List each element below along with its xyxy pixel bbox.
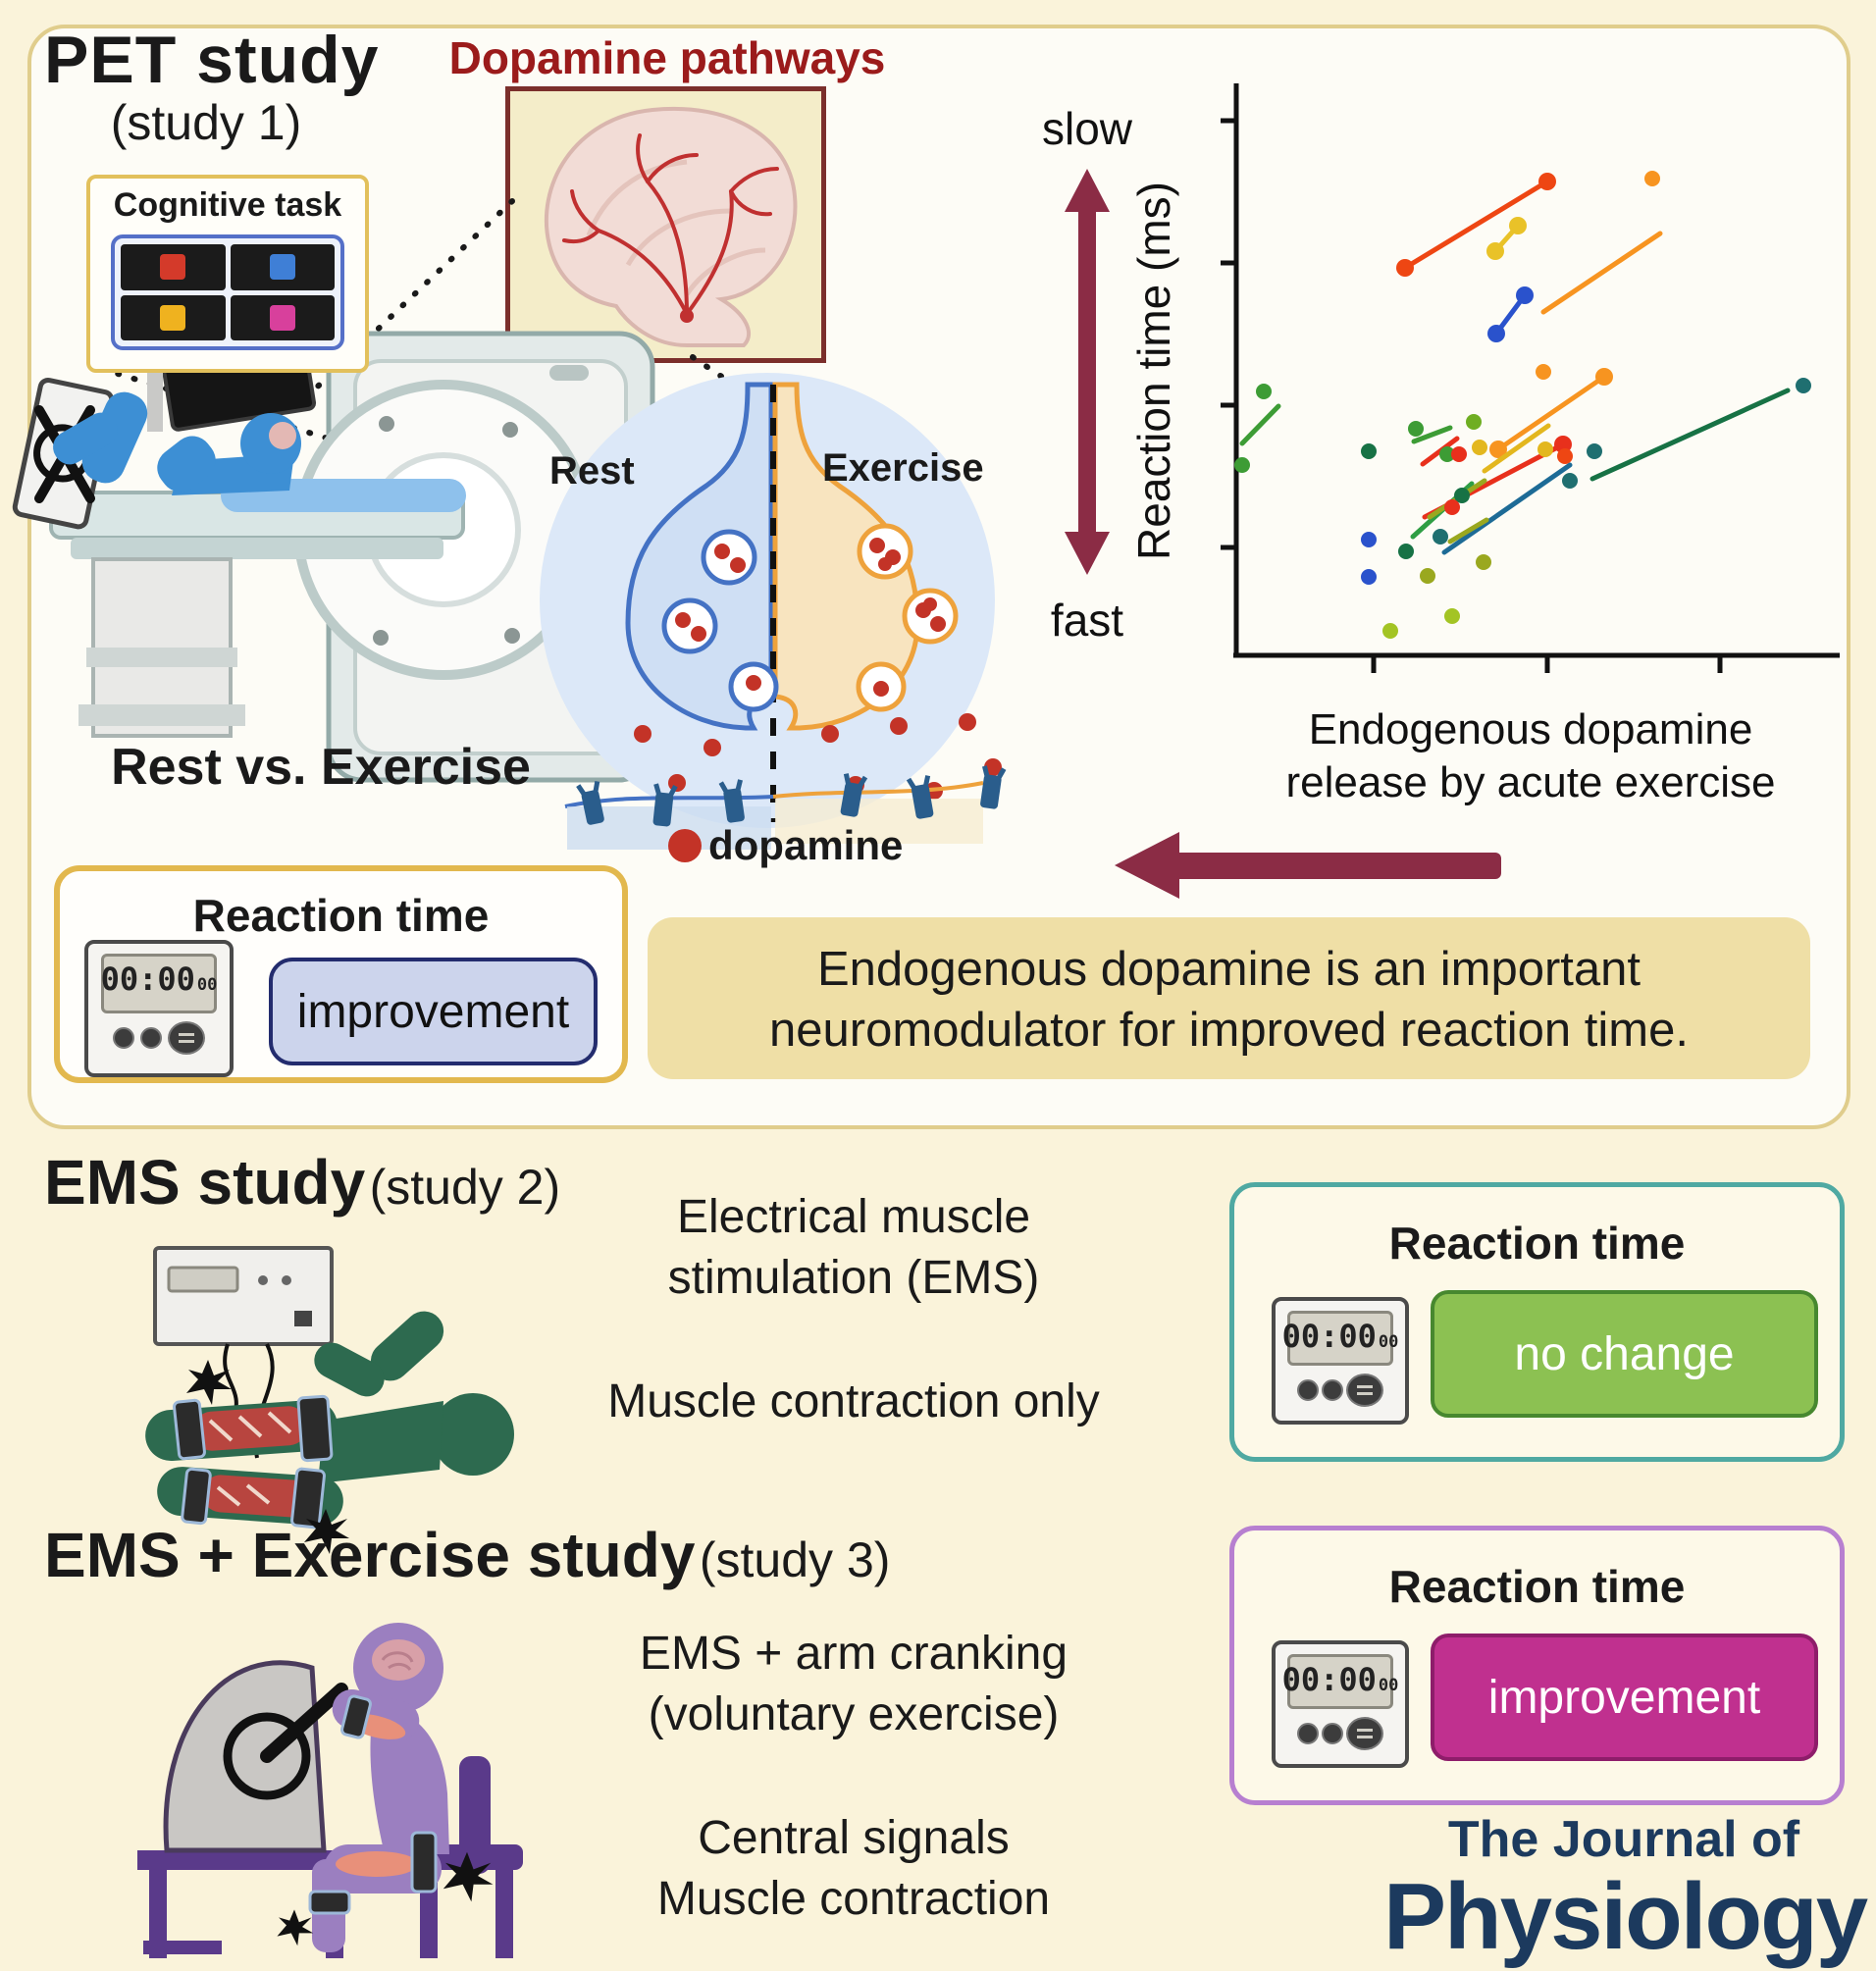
ems-exercise-subtitle: (study 3) <box>699 1532 891 1587</box>
ems-exercise-title-text: EMS + Exercise study <box>44 1520 696 1590</box>
reaction-time-title: Reaction time <box>192 890 490 941</box>
dopamine-dot-icon <box>668 829 702 862</box>
ems-study-title: EMS study (study 2) <box>44 1146 560 1219</box>
reaction-time-title: Reaction time <box>1388 1218 1686 1269</box>
reaction-time-title: Reaction time <box>1388 1561 1686 1612</box>
synapse-icon <box>540 373 1004 862</box>
journal-logo-line1: The Journal of <box>1447 1811 1800 1868</box>
svg-text:Reaction time (ms): Reaction time (ms) <box>1128 182 1179 560</box>
brain-icon <box>544 106 798 347</box>
task-cell <box>230 294 335 340</box>
cognitive-task-label: Cognitive task <box>113 186 342 224</box>
conclusion-banner: Endogenous dopamine is an important neur… <box>648 917 1810 1079</box>
ems-exercise-study-title: EMS + Exercise study (study 3) <box>44 1519 890 1591</box>
ems-desc-1: Electrical muscle stimulation (EMS) <box>549 1187 1158 1309</box>
task-chip-red <box>160 254 186 281</box>
banner-line2: neuromodulator for improved reaction tim… <box>769 1004 1689 1057</box>
improvement-badge: improvement <box>1431 1634 1818 1761</box>
ems-exercise-desc-2: Central signals Muscle contraction <box>549 1808 1158 1930</box>
ems-study-title-text: EMS study <box>44 1147 366 1218</box>
improvement-badge: improvement <box>269 958 598 1065</box>
dopamine-legend-label: dopamine <box>708 822 904 868</box>
ems-desc-line: stimulation (EMS) <box>667 1252 1040 1304</box>
no-change-badge: no change <box>1431 1290 1818 1418</box>
arm-crank-icon <box>137 1623 523 1958</box>
ems-study-subtitle: (study 2) <box>369 1160 561 1215</box>
pet-study-title: PET study <box>44 23 380 97</box>
task-chip-yellow <box>160 304 186 331</box>
journal-logo-line2: Physiology <box>1383 1864 1868 1969</box>
svg-text:Endogenous dopamine: Endogenous dopamine <box>1309 705 1753 753</box>
svg-text:fast: fast <box>1051 595 1123 646</box>
ems-desc-line: Electrical muscle <box>676 1191 1031 1243</box>
ems-exercise-desc-line: EMS + arm cranking <box>639 1628 1068 1680</box>
svg-text:release by acute exercise: release by acute exercise <box>1286 758 1776 806</box>
synapse-exercise-label: Exercise <box>822 446 984 490</box>
task-chip-blue <box>269 254 295 281</box>
task-chip-magenta <box>269 304 295 331</box>
task-cell <box>230 244 335 290</box>
cognitive-task-box: Cognitive task <box>86 175 369 373</box>
journal-logo: The Journal of Physiology <box>1383 1810 1868 1971</box>
ems-exercise-desc-1: EMS + arm cranking (voluntary exercise) <box>549 1624 1158 1745</box>
cognitive-task-screen <box>111 234 344 350</box>
ems-exercise-desc-line: Muscle contraction <box>656 1873 1051 1925</box>
ems-desc-2: Muscle contraction only <box>607 1375 1100 1427</box>
banner-line1: Endogenous dopamine is an important <box>816 943 1641 996</box>
ems-person-icon <box>145 1246 514 1554</box>
svg-text:slow: slow <box>1042 103 1133 154</box>
dopamine-pathways-label: Dopamine pathways <box>448 32 886 83</box>
ems-exercise-desc-line: (voluntary exercise) <box>648 1688 1060 1740</box>
rest-vs-exercise-label: Rest vs. Exercise <box>111 739 531 796</box>
task-cell <box>121 244 226 290</box>
pet-study-subtitle: (study 1) <box>110 95 302 150</box>
task-cell <box>121 294 226 340</box>
synapse-rest-label: Rest <box>549 449 635 493</box>
ems-exercise-desc-line: Central signals <box>698 1812 1010 1864</box>
